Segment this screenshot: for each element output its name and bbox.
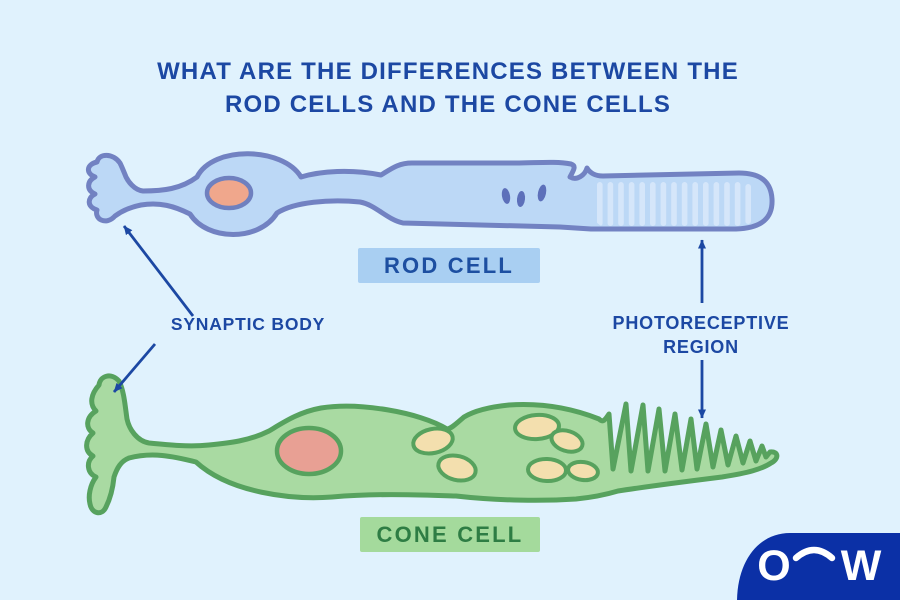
- rod-cell-label-box: [358, 248, 540, 283]
- page-title-line-1: WHAT ARE THE DIFFERENCES BETWEEN THE: [157, 58, 739, 85]
- rod-cell-label-text: ROD CELL: [384, 253, 514, 278]
- cone-cell-label-text: CONE CELL: [377, 522, 524, 547]
- cone-cell-illustration: [84, 373, 780, 516]
- logo-letter-o: O: [757, 542, 790, 590]
- photoreceptive-region-label-line-1: PHOTORECEPTIVE: [613, 313, 790, 333]
- arrow-to-cone-synaptic-body-icon: [112, 343, 157, 393]
- rod-nucleus: [204, 175, 254, 211]
- photoreceptive-region-label-line-2: REGION: [663, 337, 739, 357]
- rod-mitochondria: [501, 184, 547, 207]
- cone-cell-label: CONE CELL: [360, 517, 540, 552]
- logo-arc-icon: [792, 546, 836, 562]
- cone-cell-label-box: [360, 517, 540, 552]
- rod-disc-stripes: [597, 182, 751, 226]
- brand-logo-background: [737, 533, 900, 600]
- arrow-to-rod-synaptic-body-icon: [122, 225, 195, 317]
- cone-organelles: [411, 412, 600, 484]
- synaptic-body-annotation: SYNAPTIC BODY: [112, 225, 325, 393]
- page-title-line-2: ROD CELLS AND THE CONE CELLS: [225, 91, 671, 118]
- photoreceptive-region-annotation: PHOTORECEPTIVE REGION: [613, 239, 790, 419]
- rod-cell-label: ROD CELL: [358, 248, 540, 283]
- synaptic-body-label: SYNAPTIC BODY: [171, 314, 325, 334]
- brand-logo: O W: [737, 533, 900, 600]
- rod-cell-illustration: [86, 151, 775, 237]
- logo-letter-w: W: [841, 542, 882, 590]
- cone-nucleus: [274, 425, 344, 477]
